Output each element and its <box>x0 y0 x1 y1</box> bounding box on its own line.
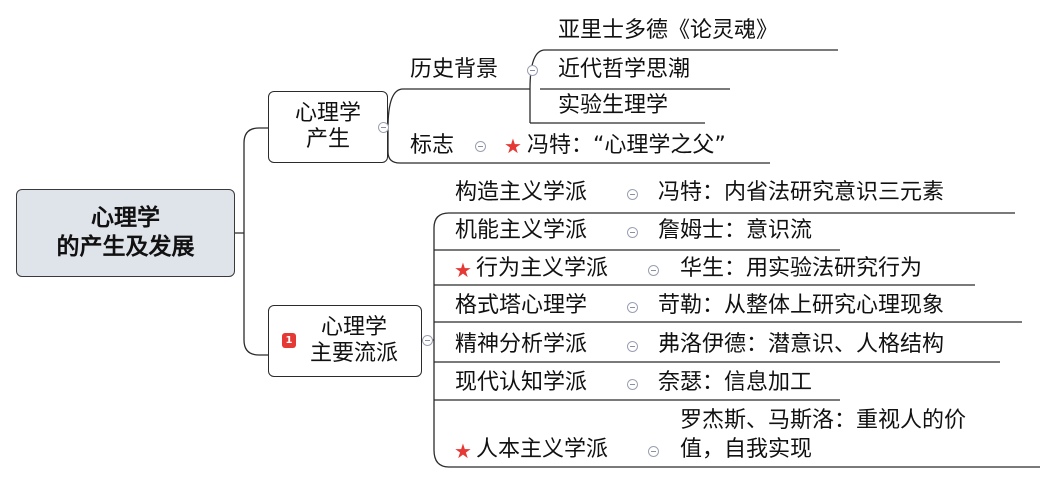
schools-title-line1: 心理学 <box>320 315 387 340</box>
school-desc: 华生：用实验法研究行为 <box>680 256 923 281</box>
collapse-toggle-icon[interactable] <box>475 141 486 152</box>
school-desc: 苛勒：从整体上研究心理现象 <box>658 293 945 318</box>
collapse-toggle-icon[interactable] <box>378 122 389 133</box>
star-icon: ★ <box>504 134 522 158</box>
root-node[interactable]: 心理学 的产生及发展 <box>16 189 235 277</box>
history-item: 近代哲学思潮 <box>558 57 691 82</box>
school-name: 精神分析学派 <box>455 332 588 357</box>
origin-title-line2: 产生 <box>305 127 350 152</box>
history-label: 历史背景 <box>410 57 499 82</box>
school-desc: 奈瑟：信息加工 <box>658 370 813 395</box>
collapse-toggle-icon[interactable] <box>527 65 538 76</box>
origin-title-line1: 心理学 <box>294 101 361 126</box>
root-title-line1: 心理学 <box>91 205 160 231</box>
school-name: 行为主义学派 <box>476 256 609 281</box>
school-desc-line1: 罗杰斯、马斯洛：重视人的价 <box>680 408 967 433</box>
school-name: 构造主义学派 <box>455 180 588 205</box>
marker-value: 冯特：“心理学之父” <box>527 133 726 158</box>
collapse-toggle-icon[interactable] <box>648 446 659 457</box>
collapse-toggle-icon[interactable] <box>627 227 638 238</box>
school-name: 人本主义学派 <box>476 437 609 462</box>
root-title-line2: 的产生及发展 <box>56 234 195 260</box>
history-item: 实验生理学 <box>558 93 669 118</box>
collapse-toggle-icon[interactable] <box>627 341 638 352</box>
schools-title-line2: 主要流派 <box>309 341 398 366</box>
collapse-toggle-icon[interactable] <box>648 265 659 276</box>
collapse-toggle-icon[interactable] <box>627 379 638 390</box>
history-item: 亚里士多德《论灵魂》 <box>558 18 779 43</box>
collapse-toggle-icon[interactable] <box>422 335 433 346</box>
collapse-toggle-icon[interactable] <box>627 302 638 313</box>
school-desc-line2: 值，自我实现 <box>680 437 813 462</box>
school-desc: 冯特：内省法研究意识三元素 <box>658 180 945 205</box>
star-icon: ★ <box>454 258 472 282</box>
collapse-toggle-icon[interactable] <box>627 189 638 200</box>
school-name: 机能主义学派 <box>455 218 588 243</box>
priority-badge-icon: 1 <box>282 333 296 348</box>
star-icon: ★ <box>454 439 472 463</box>
marker-label: 标志 <box>410 133 455 158</box>
origin-node[interactable]: 心理学 产生 <box>268 91 388 163</box>
school-desc: 弗洛伊德：潜意识、人格结构 <box>658 332 945 357</box>
school-desc: 詹姆士：意识流 <box>658 218 813 243</box>
school-name: 格式塔心理学 <box>455 293 588 318</box>
school-name: 现代认知学派 <box>455 370 588 395</box>
